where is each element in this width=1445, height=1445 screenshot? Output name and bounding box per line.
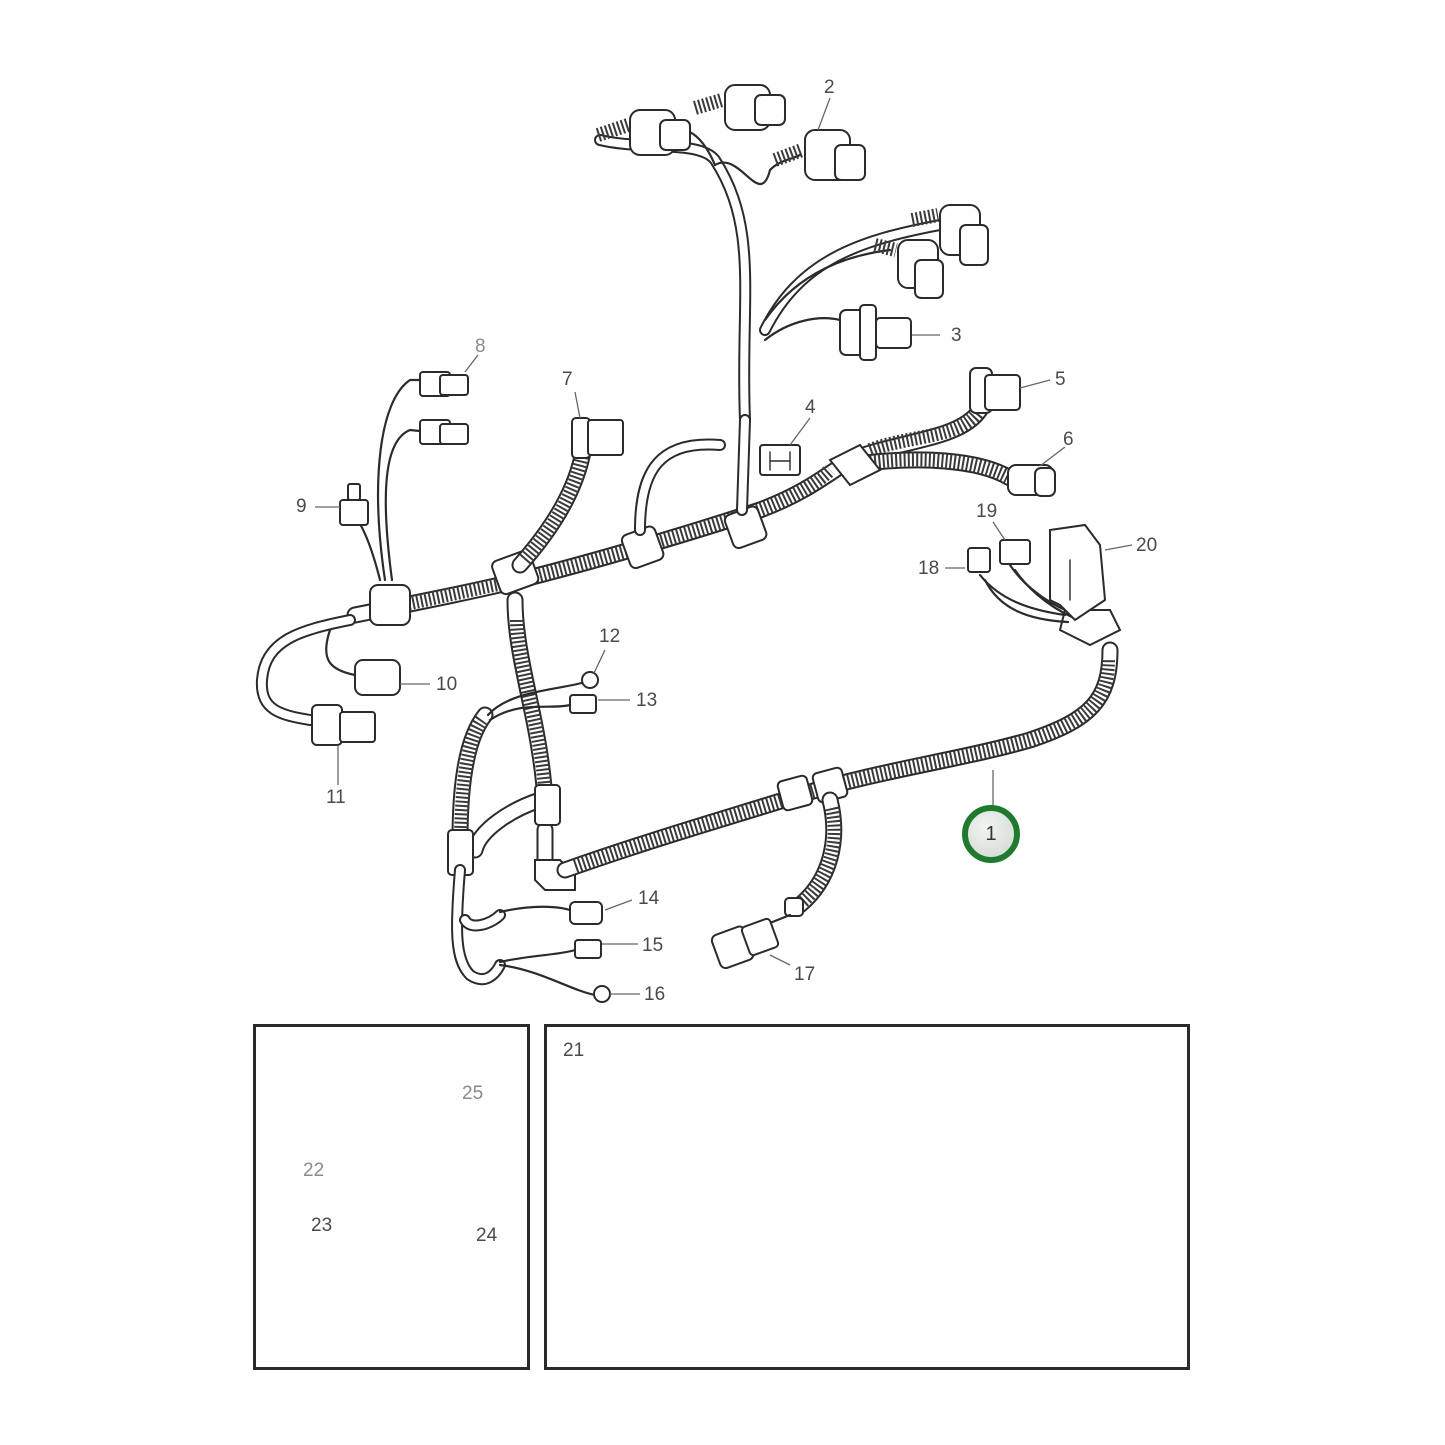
label-part-9[interactable]: 9	[296, 496, 307, 517]
label-part-18[interactable]: 18	[918, 558, 940, 579]
injector-branch	[594, 84, 989, 426]
label-part-21[interactable]: 21	[563, 1040, 585, 1061]
label-part-2[interactable]: 2	[824, 77, 835, 98]
label-part-25[interactable]: 25	[462, 1083, 484, 1104]
label-part-6[interactable]: 6	[1063, 429, 1074, 450]
lower-left-harness	[447, 591, 611, 1003]
label-part-17[interactable]: 17	[794, 964, 816, 985]
connectors-7-8-9	[339, 371, 624, 582]
label-part-7[interactable]: 7	[562, 369, 573, 390]
label-part-14[interactable]: 14	[638, 888, 660, 909]
main-trunk	[346, 401, 1019, 626]
label-part-19[interactable]: 19	[976, 501, 998, 522]
label-part-12[interactable]: 12	[599, 626, 621, 647]
label-part-3[interactable]: 3	[951, 325, 962, 346]
label-part-15[interactable]: 15	[642, 935, 664, 956]
label-part-4[interactable]: 4	[805, 397, 816, 418]
label-part-5[interactable]: 5	[1055, 369, 1066, 390]
label-part-8[interactable]: 8	[475, 336, 486, 357]
label-part-20[interactable]: 20	[1136, 535, 1158, 556]
inset-sensor-assembly	[253, 1024, 530, 1370]
label-part-24[interactable]: 24	[476, 1225, 498, 1246]
clip-part-4	[759, 444, 801, 476]
label-part-10[interactable]: 10	[436, 674, 458, 695]
connectors-5-6	[969, 367, 1056, 497]
connectors-10-11	[255, 614, 401, 746]
label-part-23[interactable]: 23	[311, 1215, 333, 1236]
leader-lines	[315, 97, 1133, 995]
connectors-18-19-20	[967, 523, 1122, 647]
callout-part-1-highlighted[interactable]: 1	[962, 805, 1020, 863]
label-part-16[interactable]: 16	[644, 984, 666, 1005]
label-part-22[interactable]: 22	[303, 1160, 325, 1181]
main-harness-part-1	[556, 641, 1119, 970]
label-part-13[interactable]: 13	[636, 690, 658, 711]
inset-sub-harness-21	[544, 1024, 1190, 1370]
label-part-11[interactable]: 11	[326, 787, 346, 808]
callout-part-1-label: 1	[985, 822, 997, 845]
